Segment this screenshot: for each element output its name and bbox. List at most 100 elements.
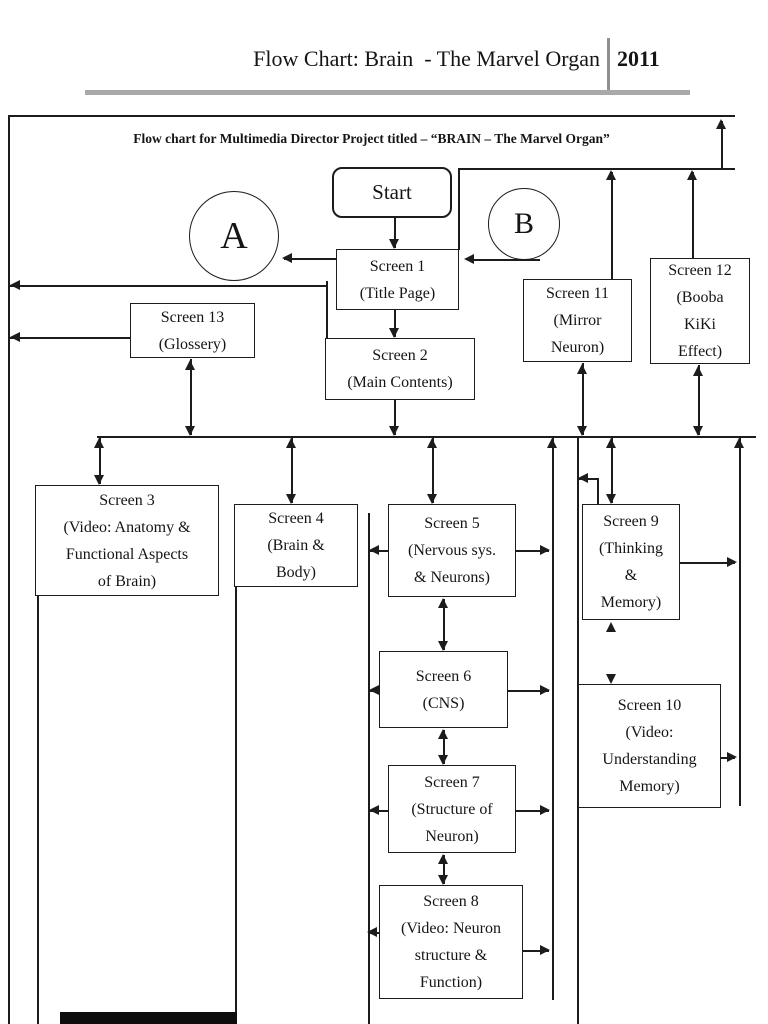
arrowhead-right [540,685,550,695]
node-start: Start [332,167,452,218]
arrowhead-up [687,170,697,180]
node-screen-4: Screen 4(Brain &Body) [234,504,358,587]
node-label: B [513,207,534,240]
arrowhead-left [369,805,379,815]
connector-line [284,258,336,260]
arrowhead-down [427,494,437,504]
connector-line [597,478,599,505]
connector-line [8,115,735,117]
node-label: Screen 3(Video: Anatomy &Functional Aspe… [63,491,191,590]
flowchart-heading: Flow chart for Multimedia Director Proje… [133,131,610,146]
arrowhead-down [389,328,399,338]
arrowhead-up [286,438,296,448]
connector-line [468,259,540,261]
arrowhead-left [369,685,379,695]
connector-line [443,730,445,764]
node-screen-5: Screen 5(Nervous sys.& Neurons) [388,504,516,597]
arrowhead-down [693,426,703,436]
connector-line [523,950,549,952]
connector-line [582,363,584,435]
connector-line [326,281,328,338]
arrowhead-up [547,438,557,448]
arrowhead-down [438,875,448,885]
connector-line [235,587,237,1024]
title-divider-line [607,38,610,91]
connector-line [37,596,39,1024]
arrowhead-down [438,755,448,765]
connector-line [99,438,101,484]
arrowhead-up [606,170,616,180]
arrowhead-down [185,426,195,436]
arrowhead-up [427,438,437,448]
arrowhead-down [286,494,296,504]
connector-line [291,438,293,503]
arrowhead-down [389,239,399,249]
node-circle-b: B [488,188,560,260]
bottom-cutoff-bar [60,1012,237,1024]
connector-line [9,285,326,287]
node-label: Screen 6(CNS) [415,667,472,712]
connector-line [579,478,597,480]
arrowhead-left [282,253,292,263]
connector-line [458,168,735,170]
connector-line [190,359,192,435]
arrowhead-down [577,426,587,436]
connector-line [739,438,741,806]
arrowhead-left [10,332,20,342]
arrowhead-up [693,366,703,376]
arrowhead-up [94,438,104,448]
page-year: 2011 [617,46,660,71]
connector-line [97,436,756,438]
arrowhead-left [464,254,474,264]
node-label: Screen 5(Nervous sys.& Neurons) [408,515,496,586]
arrowhead-left [367,927,377,937]
connector-line [698,365,700,435]
node-screen-1: Screen 1(Title Page) [336,249,459,310]
arrowhead-right [540,545,550,555]
connector-line [508,690,549,692]
arrowhead-up [185,360,195,370]
connector-line [368,513,370,1024]
node-label: Screen 9(Thinking&Memory) [599,513,663,611]
arrowhead-left [369,545,379,555]
arrowhead-up [577,364,587,374]
arrowhead-down [606,674,616,684]
arrowhead-down [389,426,399,436]
connector-line [516,810,549,812]
connector-line [432,438,434,503]
arrowhead-up [438,598,448,608]
arrowhead-up [438,854,448,864]
node-label: Screen 4(Brain &Body) [267,510,325,581]
connector-line [443,599,445,650]
arrowhead-up [734,438,744,448]
connector-line [8,115,10,1024]
node-screen-3: Screen 3(Video: Anatomy &Functional Aspe… [35,485,219,596]
connector-line [552,438,554,1000]
node-label: Start [372,180,412,204]
node-screen-13: Screen 13(Glossery) [130,303,255,358]
arrowhead-up [438,729,448,739]
arrowhead-up [716,119,726,129]
connector-line [577,436,579,1024]
title-underline-rule [85,90,690,95]
arrowhead-up [606,622,616,632]
arrowhead-left [10,280,20,290]
connector-line [516,550,549,552]
connector-line [611,172,613,280]
node-screen-2: Screen 2(Main Contents) [325,338,475,400]
connector-line [370,810,388,812]
node-label: Screen 13(Glossery) [158,308,227,353]
node-screen-6: Screen 6(CNS) [379,651,508,728]
connector-line [394,310,396,337]
connector-line [611,438,613,503]
node-label: Screen 2(Main Contents) [347,347,453,391]
